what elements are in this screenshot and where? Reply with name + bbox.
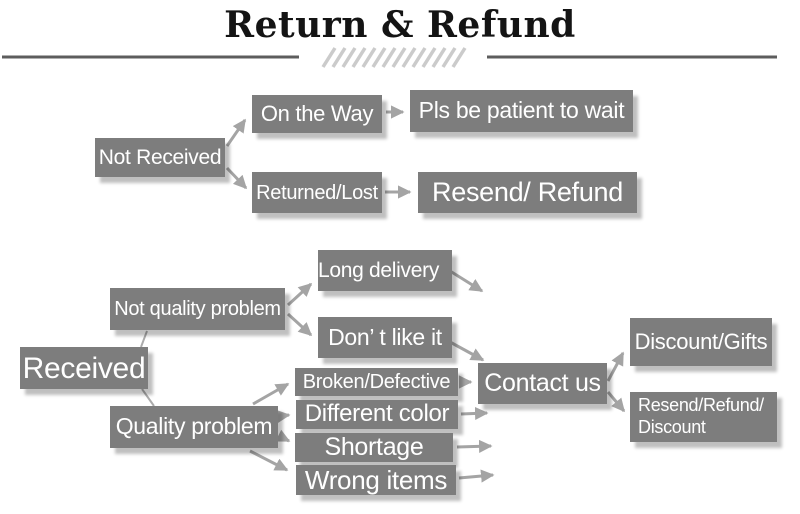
hatch-marks-icon [321, 47, 467, 68]
node-discount-gifts: Discount/Gifts [630, 318, 772, 366]
node-quality-problem: Quality problem [110, 406, 278, 448]
line-received-to-quality [141, 388, 155, 407]
arrow-shortage-right [456, 439, 493, 453]
arrow-not-quality-to-dont-like [286, 312, 313, 337]
title-divider [2, 47, 777, 68]
node-not-received: Not Received [95, 138, 225, 177]
node-returned-lost: Returned/Lost [252, 172, 382, 213]
arrow-contact-us-to-discount-gifts [606, 351, 625, 382]
node-not-quality-problem: Not quality problem [110, 288, 285, 330]
arrow-quality-to-diff-color [276, 409, 291, 424]
node-resend-refund-discount: Resend/Refund/ Discount [630, 392, 777, 442]
page-title: Return & Refund [224, 4, 576, 46]
arrow-quality-to-shortage [275, 429, 291, 443]
node-resend-refund: Resend/ Refund [418, 172, 637, 213]
arrow-not-received-to-on-the-way [225, 118, 247, 147]
node-shortage: Shortage [295, 433, 453, 462]
node-dont-like-it: Don’ t like it [318, 317, 452, 358]
node-broken-defective: Broken/Defective [295, 368, 458, 396]
arrow-quality-to-wrong-items [249, 449, 289, 472]
arrow-wrong-items-right [458, 469, 495, 483]
arrow-not-quality-to-long-delivery [286, 282, 313, 307]
arrow-dont-like-to-contact-us [449, 340, 485, 362]
node-contact-us: Contact us [478, 363, 607, 404]
node-on-the-way: On the Way [252, 95, 382, 133]
arrow-diff-color-right [460, 406, 489, 421]
arrow-not-received-to-returned-lost [225, 166, 248, 190]
node-pls-be-patient-to-wait: Pls be patient to wait [410, 90, 633, 132]
node-received: Received [20, 347, 148, 389]
arrow-long-delivery-to-contact-us [449, 269, 484, 293]
node-wrong-items: Wrong items [296, 465, 456, 495]
node-different-color: Different color [296, 400, 458, 429]
node-long-delivery: Long delivery [318, 250, 452, 291]
arrow-quality-to-broken [252, 382, 290, 406]
line-received-to-not-quality [140, 330, 148, 348]
arrow-contact-us-to-resend-discount [606, 391, 626, 413]
